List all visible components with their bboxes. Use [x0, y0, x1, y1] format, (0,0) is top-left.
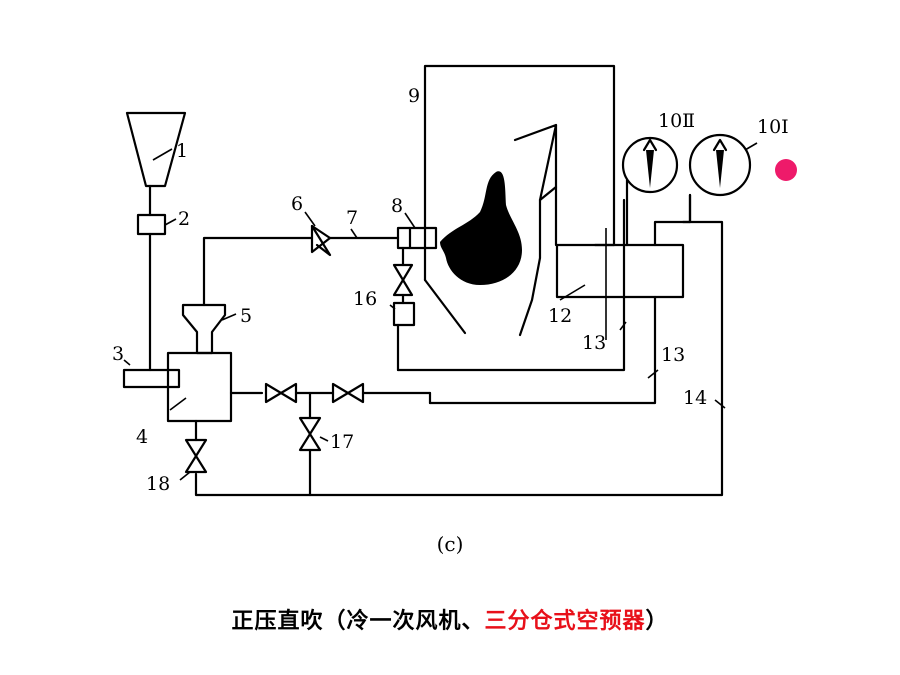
fan-6	[304, 211, 358, 257]
label-16: 16	[353, 288, 377, 310]
label-18: 18	[146, 473, 170, 495]
cold-air-duct	[194, 220, 726, 497]
figure-sublabel: (c)	[436, 532, 464, 556]
label-13-b: 13	[661, 344, 685, 366]
label-7: 7	[346, 207, 358, 229]
separator	[181, 303, 237, 355]
caption-black-text: 正压直吹（冷一次风机、	[231, 609, 485, 634]
label-3: 3	[112, 343, 124, 365]
label-2: 2	[178, 208, 190, 230]
mill	[122, 351, 233, 423]
label-5: 5	[240, 305, 252, 327]
label-4: 4	[136, 426, 148, 448]
coal-feeder	[136, 213, 177, 372]
figure-caption: 正压直吹（冷一次风机、三分仓式空预器）	[0, 603, 900, 635]
burner	[396, 212, 438, 250]
mill-inlet-pipe	[229, 382, 432, 497]
label-14: 14	[683, 387, 707, 409]
diagram-labels: 1 2 3 4 5 6 7 8 9 10Ⅱ 10Ⅰ 12 13 13 14 16…	[112, 85, 789, 495]
primary-air-pipe	[202, 236, 400, 307]
seal-air-branch	[389, 198, 626, 372]
furnace	[423, 64, 616, 337]
label-17: 17	[330, 431, 354, 453]
label-13-a: 13	[582, 332, 606, 354]
air-preheater	[555, 243, 685, 301]
fan-10-secondary	[621, 136, 679, 247]
pointer-dot	[775, 159, 797, 181]
caption-end-text: ）	[645, 609, 669, 634]
valve-18	[179, 419, 208, 481]
label-1: 1	[176, 140, 188, 162]
coal-bunker	[125, 111, 187, 217]
label-8: 8	[391, 195, 403, 217]
label-10-i: 10Ⅰ	[757, 116, 789, 138]
caption-red-text: 三分仓式空预器	[484, 609, 646, 634]
label-10-ii: 10Ⅱ	[658, 110, 695, 132]
hot-air-duct	[428, 228, 659, 405]
label-9: 9	[408, 85, 420, 107]
label-6: 6	[291, 193, 303, 215]
fan-10-primary	[653, 133, 758, 247]
label-12: 12	[548, 305, 572, 327]
flame-shape	[440, 171, 522, 285]
